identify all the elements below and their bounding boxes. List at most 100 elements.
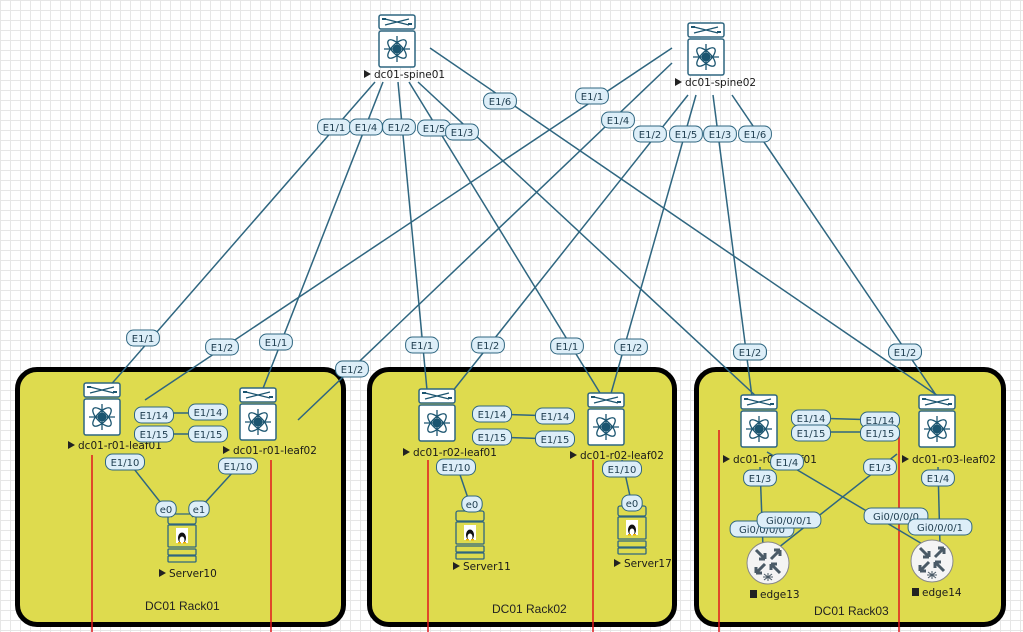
- interface-name: E1/15: [541, 435, 570, 446]
- interface-label[interactable]: e0: [461, 495, 483, 513]
- interface-name: E1/14: [194, 408, 223, 419]
- interface-label[interactable]: E1/10: [105, 453, 145, 471]
- interface-label[interactable]: E1/4: [921, 469, 955, 487]
- node-r01leaf01[interactable]: dc01-r01-leaf01: [68, 382, 162, 452]
- interface-label[interactable]: E1/1: [317, 118, 351, 136]
- interface-name: E1/4: [355, 123, 377, 134]
- node-spine02[interactable]: dc01-spine02: [675, 22, 756, 89]
- interface-label[interactable]: E1/2: [888, 343, 922, 361]
- interface-name: e0: [160, 505, 173, 516]
- play-icon: [403, 448, 410, 456]
- interface-label[interactable]: E1/1: [405, 336, 439, 354]
- interface-label[interactable]: E1/3: [445, 123, 479, 141]
- interface-label[interactable]: E1/15: [791, 424, 831, 442]
- interface-name: E1/6: [489, 97, 511, 108]
- interface-label[interactable]: E1/10: [602, 460, 642, 478]
- interface-label[interactable]: E1/1: [550, 337, 584, 355]
- interface-name: E1/10: [442, 463, 471, 474]
- nexus-switch-icon: [378, 14, 416, 68]
- interface-label[interactable]: Gi0/0/0/1: [756, 511, 822, 529]
- interface-name: Gi0/0/0/1: [917, 523, 963, 534]
- interface-label[interactable]: E1/10: [218, 457, 258, 475]
- interface-label[interactable]: E1/3: [743, 469, 777, 487]
- node-label: dc01-spine01: [374, 69, 445, 81]
- play-icon: [675, 78, 682, 86]
- node-server17[interactable]: Server17: [614, 505, 672, 570]
- interface-label[interactable]: e0: [155, 500, 177, 518]
- router-icon: [746, 541, 790, 585]
- play-icon: [159, 569, 166, 577]
- node-server10[interactable]: Server10: [159, 513, 217, 580]
- interface-name: E1/14: [866, 416, 895, 427]
- interface-label[interactable]: E1/14: [472, 405, 512, 423]
- node-label: Server10: [169, 568, 217, 580]
- interface-name: E1/2: [341, 365, 363, 376]
- linux-server-icon: [617, 505, 647, 555]
- interface-label[interactable]: E1/5: [669, 125, 703, 143]
- play-icon: [570, 451, 577, 459]
- asterisk-icon: [927, 571, 937, 579]
- interface-label[interactable]: E1/2: [471, 336, 505, 354]
- interface-label[interactable]: E1/4: [349, 118, 383, 136]
- interface-label[interactable]: E1/10: [436, 458, 476, 476]
- interface-label[interactable]: E1/2: [733, 343, 767, 361]
- interface-label[interactable]: E1/3: [863, 458, 897, 476]
- node-spine01[interactable]: dc01-spine01: [364, 14, 445, 81]
- linux-server-icon: [455, 510, 485, 560]
- node-r01leaf02[interactable]: dc01-r01-leaf02: [223, 387, 317, 457]
- node-label: dc01-r01-leaf02: [233, 445, 317, 457]
- interface-label[interactable]: Gi0/0/0/1: [907, 518, 973, 536]
- interface-label[interactable]: E1/15: [134, 425, 174, 443]
- node-server11[interactable]: Server11: [453, 510, 511, 573]
- rack-group-rack01[interactable]: DC01 Rack01: [15, 367, 346, 627]
- interface-label[interactable]: E1/6: [738, 125, 772, 143]
- interface-label[interactable]: E1/14: [535, 407, 575, 425]
- interface-label[interactable]: E1/14: [134, 406, 174, 424]
- interface-label[interactable]: E1/14: [791, 409, 831, 427]
- interface-label[interactable]: E1/2: [614, 338, 648, 356]
- nexus-switch-icon: [687, 22, 725, 76]
- interface-name: E1/10: [224, 462, 253, 473]
- interface-name: E1/1: [411, 341, 433, 352]
- play-icon: [902, 455, 909, 463]
- node-label: dc01-r01-leaf01: [78, 440, 162, 452]
- interface-label[interactable]: E1/2: [633, 125, 667, 143]
- node-edge14[interactable]: edge14: [910, 539, 962, 599]
- interface-name: e0: [626, 499, 639, 510]
- node-label: edge13: [760, 589, 800, 601]
- node-r03leaf02[interactable]: dc01-r03-leaf02: [902, 394, 996, 466]
- interface-name: E1/14: [478, 410, 507, 421]
- interface-label[interactable]: E1/1: [259, 333, 293, 351]
- interface-label[interactable]: E1/1: [126, 329, 160, 347]
- interface-name: E1/1: [265, 338, 287, 349]
- interface-name: E1/4: [776, 458, 798, 469]
- node-r02leaf01[interactable]: dc01-r02-leaf01: [403, 388, 497, 459]
- interface-label[interactable]: E1/15: [860, 424, 900, 442]
- interface-name: E1/5: [675, 130, 697, 141]
- node-r02leaf02[interactable]: dc01-r02-leaf02: [570, 392, 664, 462]
- interface-label[interactable]: E1/2: [382, 118, 416, 136]
- interface-label[interactable]: E1/4: [601, 111, 635, 129]
- interface-label[interactable]: E1/15: [472, 428, 512, 446]
- interface-label[interactable]: E1/2: [335, 360, 369, 378]
- interface-label[interactable]: E1/3: [703, 125, 737, 143]
- nexus-switch-icon: [740, 394, 778, 448]
- linux-server-icon: [167, 513, 197, 563]
- interface-label[interactable]: e1: [188, 500, 210, 518]
- interface-label[interactable]: E1/15: [188, 425, 228, 443]
- play-icon: [453, 562, 460, 570]
- interface-name: E1/3: [709, 130, 731, 141]
- interface-name: E1/3: [869, 463, 891, 474]
- interface-label[interactable]: E1/14: [188, 403, 228, 421]
- interface-label[interactable]: E1/1: [575, 87, 609, 105]
- interface-label[interactable]: e0: [621, 494, 643, 512]
- interface-label[interactable]: E1/4: [770, 453, 804, 471]
- interface-label[interactable]: E1/2: [205, 338, 239, 356]
- node-edge13[interactable]: edge13: [746, 541, 800, 601]
- play-icon: [723, 455, 730, 463]
- node-label: edge14: [922, 587, 962, 599]
- interface-label[interactable]: E1/15: [535, 430, 575, 448]
- interface-name: E1/1: [132, 334, 154, 345]
- interface-label[interactable]: E1/6: [483, 92, 517, 110]
